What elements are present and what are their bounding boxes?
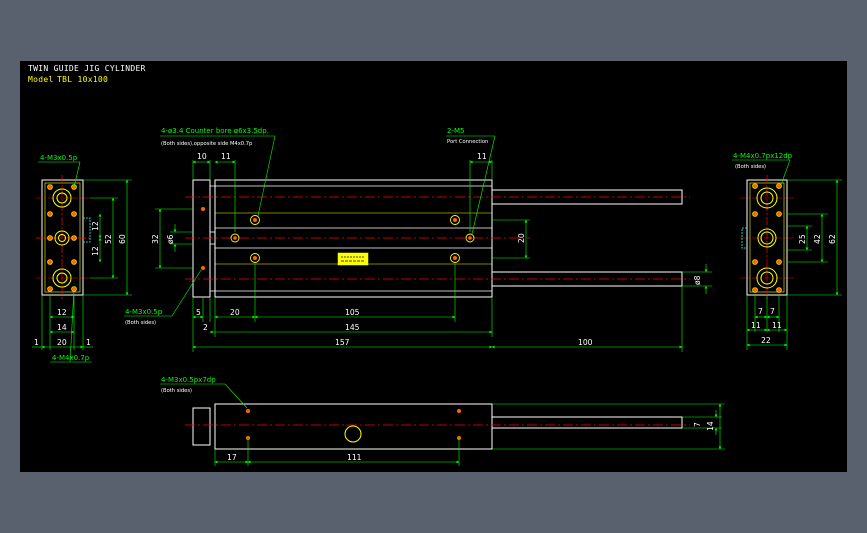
right-end-view: 62 42 25 7 7 11 11 22 <box>732 152 842 350</box>
dim-main-d8: ø8 <box>693 275 702 285</box>
callout-bottom-line1: 4-M3x0.5px7dp <box>161 376 216 384</box>
end-plate <box>192 179 211 298</box>
dim-main-20: 20 <box>230 308 240 317</box>
dim-main-105: 105 <box>345 308 360 317</box>
dim-bot-14: 14 <box>706 421 715 431</box>
callout-side-left-line1: 4-M3x0.5p <box>125 308 163 316</box>
dim-right-62: 62 <box>828 234 837 244</box>
drawing-title: TWIN GUIDE JIG CYLINDER <box>28 64 146 73</box>
bottom-side-view: 7 14 17 111 4-M3x0.5px7dp (Both sides) <box>160 376 725 466</box>
dim-main-11a: 11 <box>221 152 231 161</box>
dim-right-11a: 11 <box>751 321 761 330</box>
side-end-plate <box>192 407 211 446</box>
dim-left-12c: 12 <box>57 308 67 317</box>
dim-left-12b: 12 <box>91 246 100 256</box>
dim-main-11b: 11 <box>477 152 487 161</box>
callout-right-top-line1: 4-M4x0.7px12dp <box>733 152 793 160</box>
left-end-view: 12 12 52 60 12 14 1 20 1 4-M3x0.5p <box>32 154 132 363</box>
dim-main-145: 145 <box>345 323 360 332</box>
name-plate <box>337 252 369 266</box>
model-label: Model <box>28 75 54 84</box>
model-value: TBL 10x100 <box>57 75 108 84</box>
dim-main-20r: 20 <box>517 233 526 243</box>
dim-bot-111: 111 <box>347 453 362 462</box>
dim-main-32: 32 <box>151 234 160 244</box>
dim-main-10: 10 <box>197 152 207 161</box>
dim-main-d6: ø6 <box>166 234 175 244</box>
dim-left-1a: 1 <box>34 338 39 347</box>
dim-bot-7: 7 <box>693 422 702 427</box>
dim-right-42: 42 <box>813 234 822 244</box>
callout-right-top-line2: (Both sides) <box>735 164 766 170</box>
dim-right-25: 25 <box>798 234 807 244</box>
dim-left-52: 52 <box>104 234 113 244</box>
dim-left-20: 20 <box>57 338 67 347</box>
cylinder-body <box>214 179 493 298</box>
callout-bottom-line2: (Both sides) <box>161 388 192 394</box>
dim-bot-17: 17 <box>227 453 237 462</box>
side-rod <box>491 416 683 429</box>
dim-left-60: 60 <box>118 234 127 244</box>
dim-left-1b: 1 <box>86 338 91 347</box>
callout-top-a-line2: (Both sides),opposite side M4x0.7p <box>161 141 253 147</box>
callout-top-b-line2: Port Connection <box>447 139 488 145</box>
dim-left-14: 14 <box>57 323 67 332</box>
dim-right-11b: 11 <box>772 321 782 330</box>
dim-right-7a: 7 <box>758 307 763 316</box>
callout-left-bottom: 4-M4x0.7p <box>52 354 90 362</box>
left-end-body <box>41 179 84 296</box>
callout-side-left-line2: (Both sides) <box>125 320 156 326</box>
dim-main-5: 5 <box>196 308 201 317</box>
callout-left-top: 4-M3x0.5p <box>40 154 78 162</box>
dim-main-157: 157 <box>335 338 350 347</box>
main-top-view: 10 11 11 32 ø6 20 ø8 <box>124 127 712 352</box>
callout-top-b-line1: 2-M5 <box>447 127 464 135</box>
dim-left-12a: 12 <box>91 221 100 231</box>
dim-right-22: 22 <box>761 336 771 345</box>
dim-right-7b: 7 <box>770 307 775 316</box>
dim-main-2: 2 <box>203 323 208 332</box>
callout-top-a-line1: 4-ø3.4 Counter bore ø6x3.5dp. <box>161 127 269 135</box>
dim-main-100: 100 <box>578 338 593 347</box>
